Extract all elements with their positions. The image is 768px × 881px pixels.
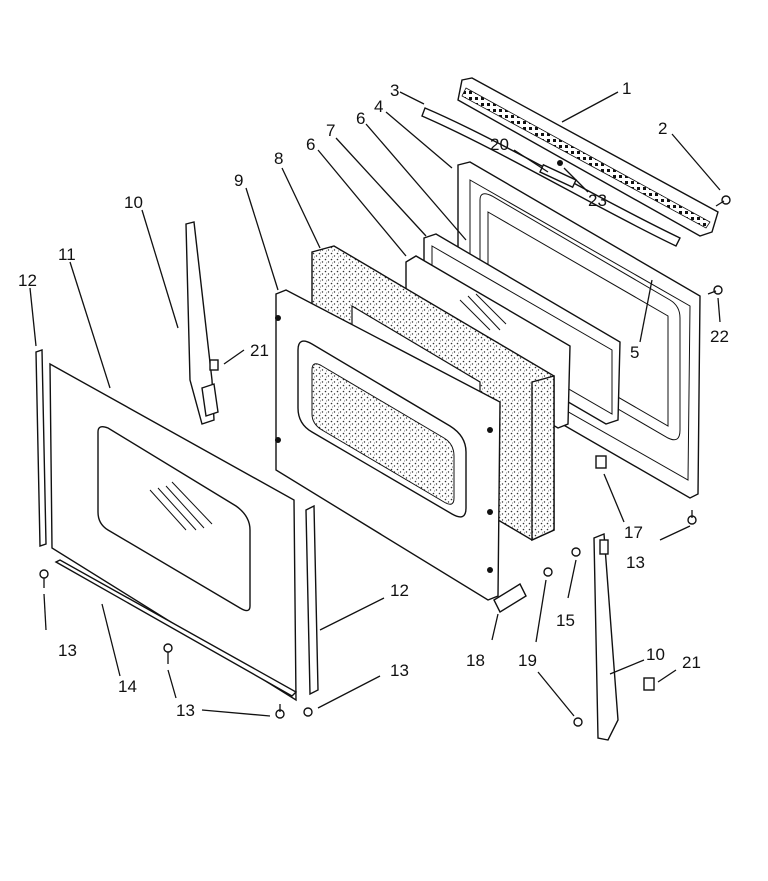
part-12-trim-right bbox=[305, 504, 319, 696]
part-11-outer-door bbox=[49, 362, 297, 702]
part-18-bracket bbox=[493, 583, 527, 613]
part-21-clip-left bbox=[209, 359, 219, 371]
callout-13-left: 13 bbox=[58, 641, 77, 660]
part-19-screw bbox=[543, 567, 553, 577]
callout-10-right: 10 bbox=[646, 645, 665, 664]
part-1-vent-trim bbox=[457, 77, 719, 237]
callout-10-left: 10 bbox=[124, 193, 143, 212]
callout-1: 1 bbox=[622, 79, 631, 98]
callout-12-left: 12 bbox=[18, 271, 37, 290]
part-9-door-frame bbox=[275, 289, 501, 601]
callout-8: 8 bbox=[274, 149, 283, 168]
part-19-screw-lower bbox=[573, 717, 583, 727]
callout-3: 3 bbox=[390, 81, 399, 100]
callout-11: 11 bbox=[58, 245, 76, 264]
callout-5: 5 bbox=[630, 343, 639, 362]
callout-4: 4 bbox=[374, 97, 383, 116]
part-13-screw-bottom-right bbox=[303, 707, 313, 717]
callout-18: 18 bbox=[466, 651, 485, 670]
callout-13-center: 13 bbox=[390, 661, 409, 680]
part-14-bottom-trim bbox=[54, 559, 298, 697]
callout-7: 7 bbox=[326, 121, 335, 140]
callout-15: 15 bbox=[556, 611, 575, 630]
part-10-hinge-right bbox=[593, 532, 619, 741]
part-15-screw bbox=[571, 547, 581, 557]
part-21-clip-right bbox=[643, 677, 655, 691]
callout-20: 20 bbox=[490, 135, 509, 154]
callout-19: 19 bbox=[518, 651, 537, 670]
callout-13-bottom: 13 bbox=[176, 701, 195, 720]
part-13-screw-bottom bbox=[275, 704, 285, 719]
callout-17: 17 bbox=[624, 523, 643, 542]
part-17-clip bbox=[595, 455, 607, 469]
callout-2: 2 bbox=[658, 119, 667, 138]
callout-23: 23 bbox=[588, 191, 607, 210]
part-13-screw-left bbox=[39, 569, 49, 588]
callout-21-left: 21 bbox=[250, 341, 269, 360]
leader-lines bbox=[29, 91, 721, 717]
callout-6-lower: 6 bbox=[306, 135, 315, 154]
part-12-trim-left bbox=[35, 349, 47, 547]
callout-22: 22 bbox=[710, 327, 729, 346]
callout-14: 14 bbox=[118, 677, 137, 696]
callout-labels: 1 2 3 4 5 6 6 7 8 9 10 10 11 12 12 13 13… bbox=[18, 79, 729, 720]
part-10-hinge-left bbox=[185, 221, 219, 425]
part-22-screw bbox=[707, 285, 723, 295]
part-2-screw bbox=[715, 195, 731, 207]
callout-13-right: 13 bbox=[626, 553, 645, 572]
callout-9: 9 bbox=[234, 171, 243, 190]
part-13-screw-mid bbox=[163, 643, 173, 664]
callout-12-right: 12 bbox=[390, 581, 409, 600]
callout-21-right: 21 bbox=[682, 653, 701, 672]
callout-6-upper: 6 bbox=[356, 109, 365, 128]
part-13-screw-right bbox=[687, 510, 697, 525]
